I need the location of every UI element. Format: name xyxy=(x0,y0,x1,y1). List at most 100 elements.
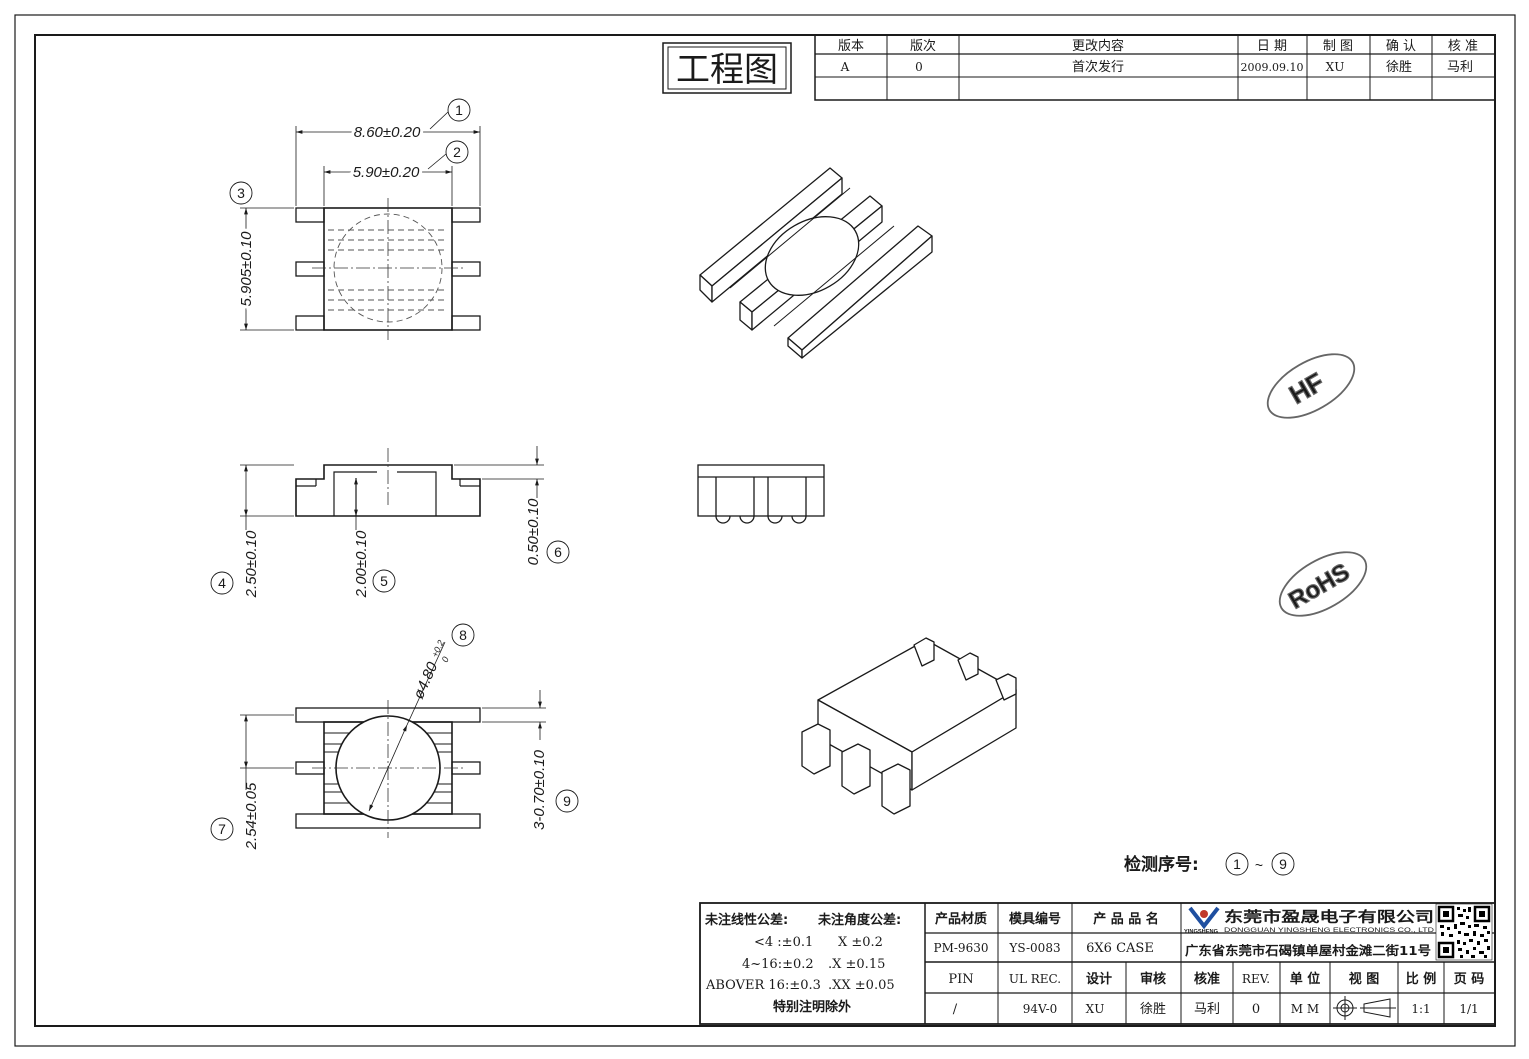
svg-text:7: 7 xyxy=(218,821,226,837)
inspection-from: 1 xyxy=(1233,856,1241,872)
tol-row-3-linear: ABOVER 16:±0.3 xyxy=(705,978,821,993)
svg-text:HF: HF xyxy=(1284,367,1329,410)
tol-row-2-linear: 4~16:±0.2 xyxy=(742,957,814,972)
dim-width-inner: 5.90±0.20 xyxy=(353,164,420,181)
projection-symbol-icon xyxy=(1333,996,1396,1020)
review-label: 审核 xyxy=(1140,971,1166,987)
balloon-2: 2 xyxy=(427,140,469,170)
ul-label: UL REC. xyxy=(1009,972,1061,986)
front-view-small xyxy=(697,464,825,524)
tol-row-3-angle: .XX ±0.05 xyxy=(828,978,895,993)
svg-text:5: 5 xyxy=(380,573,388,589)
dim-pin-width: 3-0.70±0.10 xyxy=(531,749,548,830)
review-value: 徐胜 xyxy=(1140,1002,1166,1017)
bottom-view: ø4.80 +0.2 0 2.54±0.05 3-0.70±0.10 7 8 9 xyxy=(210,623,579,850)
side-view: 2.50±0.10 2.00±0.10 0.50±0.10 4 5 6 xyxy=(210,446,570,598)
scale-value: 1:1 xyxy=(1411,1002,1430,1016)
inspection-sep: ~ xyxy=(1255,857,1263,873)
pin-value: / xyxy=(953,1002,958,1017)
balloon-5: 5 xyxy=(372,569,396,593)
tol-note: 特别注明除外 xyxy=(773,999,851,1015)
svg-text:4: 4 xyxy=(218,575,226,591)
svg-text:6: 6 xyxy=(554,544,562,560)
company-logo: YINGSHENG xyxy=(1184,906,1220,935)
mold-value: YS-0083 xyxy=(1008,941,1060,955)
tol-angle-label: 未注角度公差: xyxy=(817,912,901,928)
hf-mark: HF xyxy=(1266,353,1356,419)
rev-header-approved: 核 准 xyxy=(1448,39,1478,54)
rev-header-checked: 确 认 xyxy=(1386,39,1416,54)
company-address: 广东省东莞市石碣镇单屋村金滩二街11号 xyxy=(1185,943,1431,958)
approve-value: 马利 xyxy=(1194,1002,1220,1017)
page-label: 页 码 xyxy=(1454,972,1485,987)
rev-header-change: 更改内容 xyxy=(1072,38,1124,54)
tol-row-2-angle: .X ±0.15 xyxy=(828,957,885,972)
ul-value: 94V-0 xyxy=(1023,1002,1058,1016)
rev-cell-edition: 0 xyxy=(915,60,923,74)
dim-diameter-tol-lower: 0 xyxy=(440,655,451,664)
view-label: 视 图 xyxy=(1349,971,1380,987)
unit-label: 单 位 xyxy=(1290,971,1321,987)
dim-diameter: ø4.80 xyxy=(410,659,441,702)
material-value: PM-9630 xyxy=(934,941,989,955)
svg-text:YINGSHENG: YINGSHENG xyxy=(1184,929,1218,935)
rev-cell-drawn: XU xyxy=(1326,60,1345,74)
dim-step: 0.50±0.10 xyxy=(525,498,542,565)
design-value: XU xyxy=(1086,1002,1105,1016)
material-label: 产品材质 xyxy=(935,911,987,927)
rev-label: REV. xyxy=(1242,972,1270,986)
outer-border xyxy=(14,14,1516,1047)
balloon-1: 1 xyxy=(429,98,471,130)
balloon-4: 4 xyxy=(210,571,234,595)
rev-header-date: 日 期 xyxy=(1257,39,1287,54)
rev-cell-change: 首次发行 xyxy=(1072,59,1124,75)
qr-code-icon xyxy=(1435,903,1493,961)
inner-border xyxy=(34,34,1496,1027)
page-value: 1/1 xyxy=(1459,1002,1478,1016)
company-name: 东莞市盈晟电子有限公司 xyxy=(1224,908,1434,926)
inspection-label: 检测序号: xyxy=(1124,854,1199,875)
tol-linear-label: 未注线性公差: xyxy=(704,912,788,928)
revision-table: 版本 版次 更改内容 日 期 制 图 确 认 核 准 A 0 首次发行 2009… xyxy=(814,34,1496,101)
rev-value: 0 xyxy=(1252,1002,1260,1017)
rev-cell-version: A xyxy=(840,60,850,74)
scale-label: 比 例 xyxy=(1406,971,1437,987)
rev-header-version: 版本 xyxy=(838,39,864,54)
title-block: 未注线性公差: 未注角度公差: <4 :±0.1 X ±0.2 4~16:±0.… xyxy=(699,902,1496,1025)
rev-cell-date: 2009.09.10 xyxy=(1241,61,1304,74)
top-view: 8.60±0.20 5.90±0.20 5.905±0.10 1 2 3 xyxy=(229,98,481,340)
balloon-3: 3 xyxy=(229,181,253,205)
dim-width-outer: 8.60±0.20 xyxy=(354,124,421,141)
dim-pitch: 2.54±0.05 xyxy=(243,782,260,850)
drawing-title: 工程图 xyxy=(676,50,778,90)
balloon-6: 6 xyxy=(546,540,570,564)
svg-text:3: 3 xyxy=(237,185,245,201)
title-stamp: 工程图 xyxy=(662,42,792,94)
dim-height-total: 2.50±0.10 xyxy=(243,530,260,598)
inspection-sequence: 检测序号: 1 ~ 9 xyxy=(1124,852,1295,876)
rev-cell-checked: 徐胜 xyxy=(1386,60,1412,75)
rev-header-drawn: 制 图 xyxy=(1323,39,1353,54)
balloon-8: 8 xyxy=(451,623,475,647)
svg-text:1: 1 xyxy=(455,102,463,118)
mold-label: 模具编号 xyxy=(1009,911,1061,927)
isometric-view-bottom xyxy=(801,637,1017,815)
rohs-mark: RoHS xyxy=(1278,551,1368,617)
dim-height-base: 2.00±0.10 xyxy=(353,530,370,598)
rev-cell-approved: 马利 xyxy=(1447,60,1473,75)
svg-text:9: 9 xyxy=(563,793,571,809)
design-label: 设计 xyxy=(1086,971,1112,987)
dim-diameter-tol-upper: +0.2 xyxy=(430,639,446,659)
unit-value: M M xyxy=(1291,1002,1319,1016)
dim-height-top: 5.905±0.10 xyxy=(238,231,255,307)
isometric-view-top xyxy=(699,167,933,359)
tol-row-1-angle: X ±0.2 xyxy=(838,935,883,950)
svg-text:RoHS: RoHS xyxy=(1284,558,1354,614)
svg-text:8: 8 xyxy=(459,627,467,643)
balloon-7: 7 xyxy=(210,817,234,841)
company-name-en: DONGGUAN YINGSHENG ELECTRONICS CO., LTD xyxy=(1224,928,1435,934)
inspection-to: 9 xyxy=(1279,856,1287,872)
product-value: 6X6 CASE xyxy=(1086,941,1154,956)
tol-row-1-linear: <4 :±0.1 xyxy=(754,935,813,950)
